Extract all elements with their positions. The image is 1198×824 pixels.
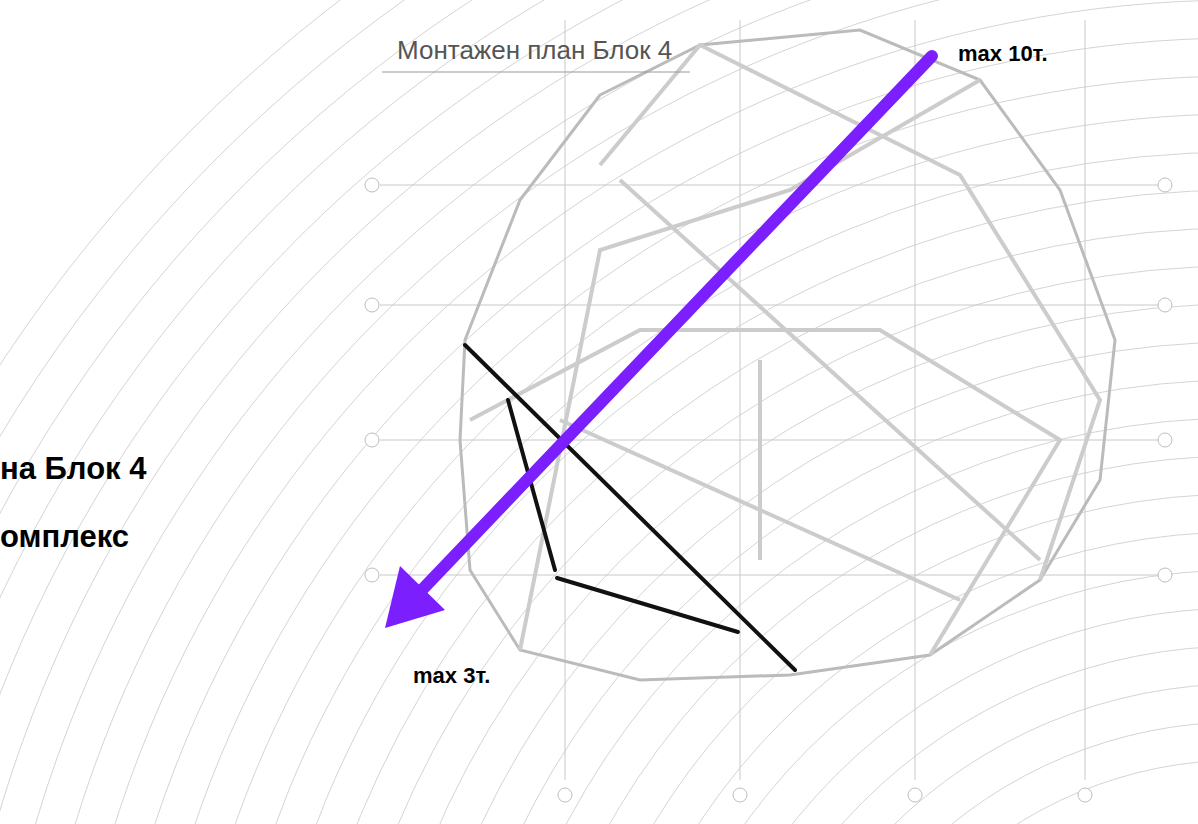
grid-markers: [365, 178, 1172, 802]
site-arc: [820, 760, 1198, 824]
site-arc: [554, 494, 1198, 824]
site-arc: [782, 722, 1198, 824]
transport-arrow: [385, 56, 932, 628]
load-limit: max 10т.: [958, 42, 1048, 66]
site-arc: [402, 342, 1198, 824]
plan-title: Монтажен план Блок 4: [397, 36, 672, 65]
slide-heading: омплекс: [0, 520, 129, 554]
site-arc: [706, 646, 1198, 824]
site-arc: [174, 114, 1198, 824]
site-arc: [250, 190, 1198, 824]
site-arc: [668, 608, 1198, 824]
block-outline: [460, 30, 1115, 680]
site-arc: [630, 570, 1198, 824]
site-arc: [478, 418, 1198, 824]
slide-heading: на Блок 4: [0, 452, 146, 486]
beams: [470, 45, 1100, 655]
site-arc: [212, 152, 1198, 824]
site-arc: [60, 0, 1198, 824]
site-arc: [288, 228, 1198, 824]
load-limit: max 3т.: [413, 664, 490, 688]
site-arc: [98, 38, 1198, 824]
elements-highlighted: [465, 345, 795, 670]
site-arc: [516, 456, 1198, 824]
site-arc: [744, 684, 1198, 824]
title-underline: [382, 72, 690, 73]
site-arc: [364, 304, 1198, 824]
grid-lines: [380, 20, 1160, 780]
